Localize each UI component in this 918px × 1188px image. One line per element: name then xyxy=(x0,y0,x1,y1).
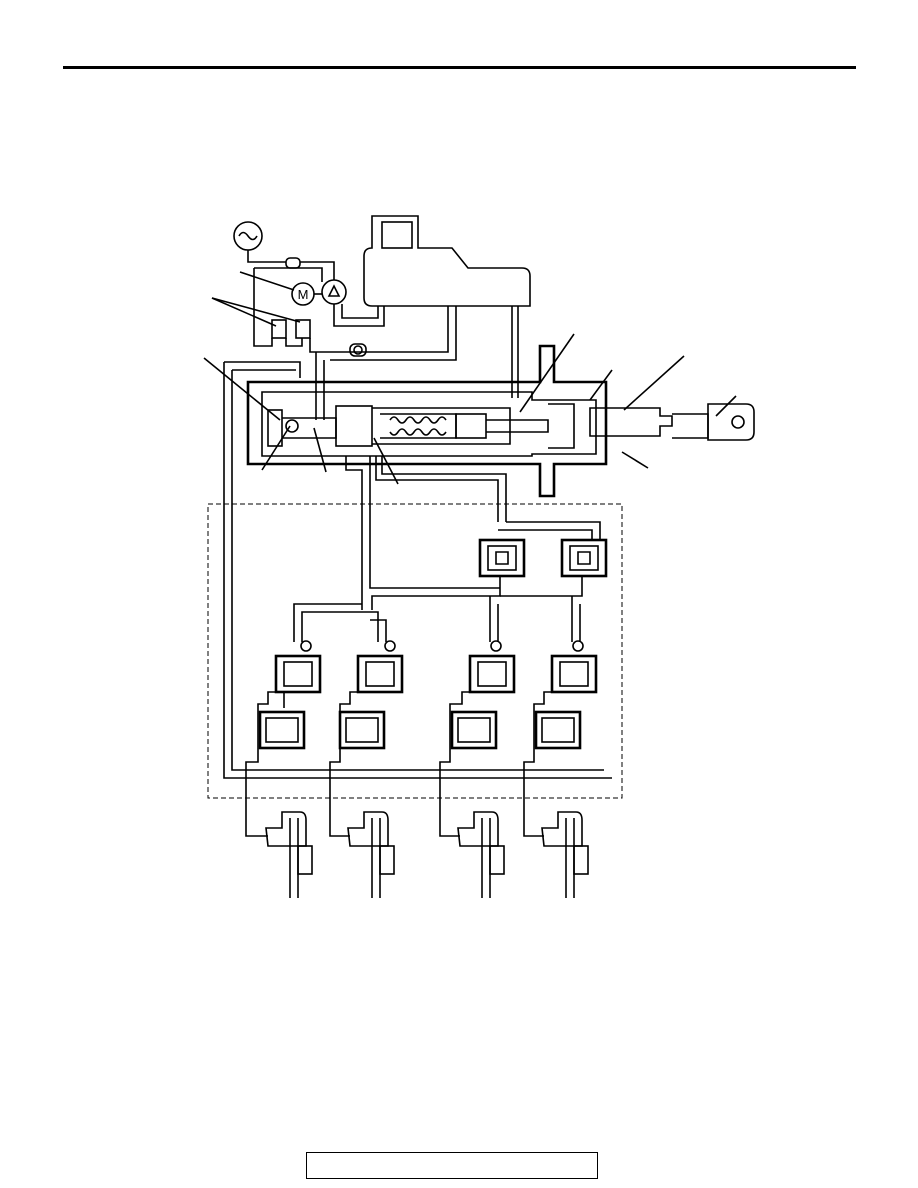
master-cylinder-body xyxy=(246,344,608,498)
caliper-3 xyxy=(457,811,505,898)
caliper-2 xyxy=(347,811,395,898)
motor-icon: M xyxy=(291,282,315,306)
supply-piping xyxy=(247,250,519,420)
pump-icon xyxy=(321,279,347,305)
caliper-4 xyxy=(541,811,589,898)
footer-box xyxy=(306,1152,598,1179)
pushrod-clevis xyxy=(589,403,755,441)
upper-solenoid-valves xyxy=(371,521,608,610)
wheel-channel-4 xyxy=(523,596,598,837)
wheel-channel-1 xyxy=(245,603,362,837)
wheel-channel-3 xyxy=(439,596,516,837)
leader-lines xyxy=(203,271,737,485)
header-rule xyxy=(63,66,856,69)
motor-symbol-label: M xyxy=(298,287,309,302)
check-valve-mid-icon xyxy=(349,343,367,357)
ac-source-icon xyxy=(233,221,263,251)
hydraulic-unit-boundary xyxy=(207,503,623,799)
check-valve-top-icon xyxy=(285,257,301,269)
cylinder-outlet-piping xyxy=(223,361,612,779)
pressure-switches xyxy=(271,319,311,339)
wheel-channel-2 xyxy=(329,611,404,837)
caliper-1 xyxy=(265,811,313,898)
brake-fluid-reservoir xyxy=(363,215,531,307)
